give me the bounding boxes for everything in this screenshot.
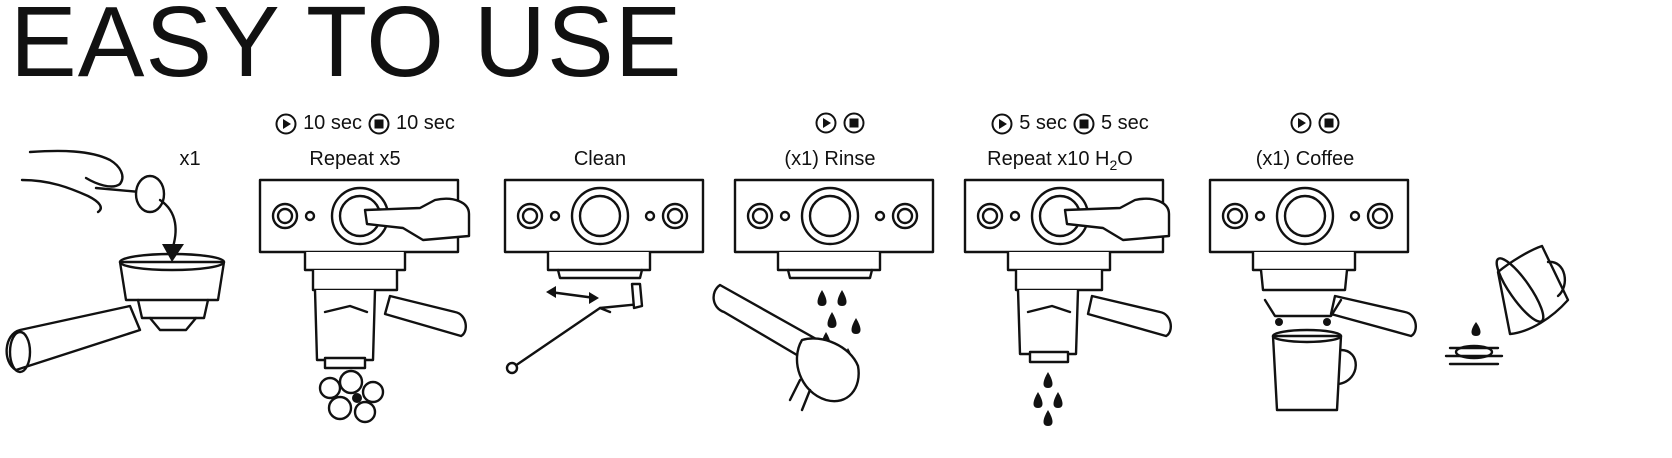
hand-icon [1063, 197, 1171, 242]
machine-panel [733, 178, 935, 254]
fill-portafilter-illustration [5, 149, 226, 374]
play-icon [815, 112, 837, 134]
step-pour [1440, 0, 1672, 458]
timer-play-label: 10 sec [303, 112, 362, 134]
drop-icon [1033, 372, 1063, 426]
stop-icon [1073, 113, 1095, 135]
step-5-timers: 5 sec 5 sec [960, 112, 1180, 135]
stop-icon [843, 112, 865, 134]
page-title: EASY TO USE [10, 0, 683, 98]
portafilter-icon [712, 283, 820, 360]
pour-illustration [1444, 244, 1570, 366]
step-4-timers [730, 112, 950, 134]
portafilter-icon [1086, 294, 1172, 338]
step-1-caption: x1 [179, 148, 201, 170]
step-5-caption-sub: 2 [1109, 157, 1118, 173]
repeat-x5-illustration [258, 178, 471, 424]
machine-panel [503, 178, 705, 254]
step-coffee: (x1) Coffee [1205, 0, 1425, 458]
step-6-caption: (x1) Coffee [1255, 148, 1355, 170]
step-4-caption: (x1) Rinse [784, 148, 876, 170]
play-icon [991, 113, 1013, 135]
step-fill-portafilter: x1 [0, 0, 240, 458]
step-6-timers [1205, 112, 1425, 134]
step-5-caption: Repeat x10 H2O [950, 148, 1170, 173]
clean-illustration [503, 178, 705, 375]
step-repeat-x10-water: 5 sec 5 sec Repeat x10 H2O [960, 0, 1180, 458]
timer-stop-label: 10 sec [396, 112, 455, 134]
play-icon [275, 113, 297, 135]
step-rinse: (x1) Rinse [712, 0, 950, 458]
portafilter-icon [383, 294, 467, 338]
step-clean: Clean [500, 0, 720, 458]
grate-icon [1444, 346, 1504, 366]
timer-play-label: 5 sec [1019, 112, 1067, 134]
step-2-caption: Repeat x5 [309, 148, 401, 170]
portafilter-icon [118, 260, 226, 302]
step-2-timers: 10 sec 10 sec [255, 112, 475, 135]
hand-icon [363, 197, 471, 242]
hand-icon [28, 149, 124, 188]
stop-icon [1318, 112, 1340, 134]
brush-icon [510, 302, 642, 370]
stop-icon [368, 113, 390, 135]
step-5-caption-end: O [1117, 148, 1133, 170]
play-icon [1290, 112, 1312, 134]
machine-panel [1208, 178, 1410, 254]
coffee-illustration [1208, 178, 1417, 412]
drop-icon [1471, 322, 1481, 336]
repeat-x10-water-illustration [963, 178, 1172, 426]
step-repeat-x5: 10 sec 10 sec Repeat x5 [255, 0, 475, 458]
portafilter-icon [1329, 294, 1417, 338]
cup-icon [1271, 334, 1343, 412]
rinse-illustration [712, 178, 935, 412]
timer-stop-label: 5 sec [1101, 112, 1149, 134]
step-3-caption: Clean [573, 148, 627, 170]
step-5-caption-main: Repeat x10 H [987, 148, 1110, 170]
